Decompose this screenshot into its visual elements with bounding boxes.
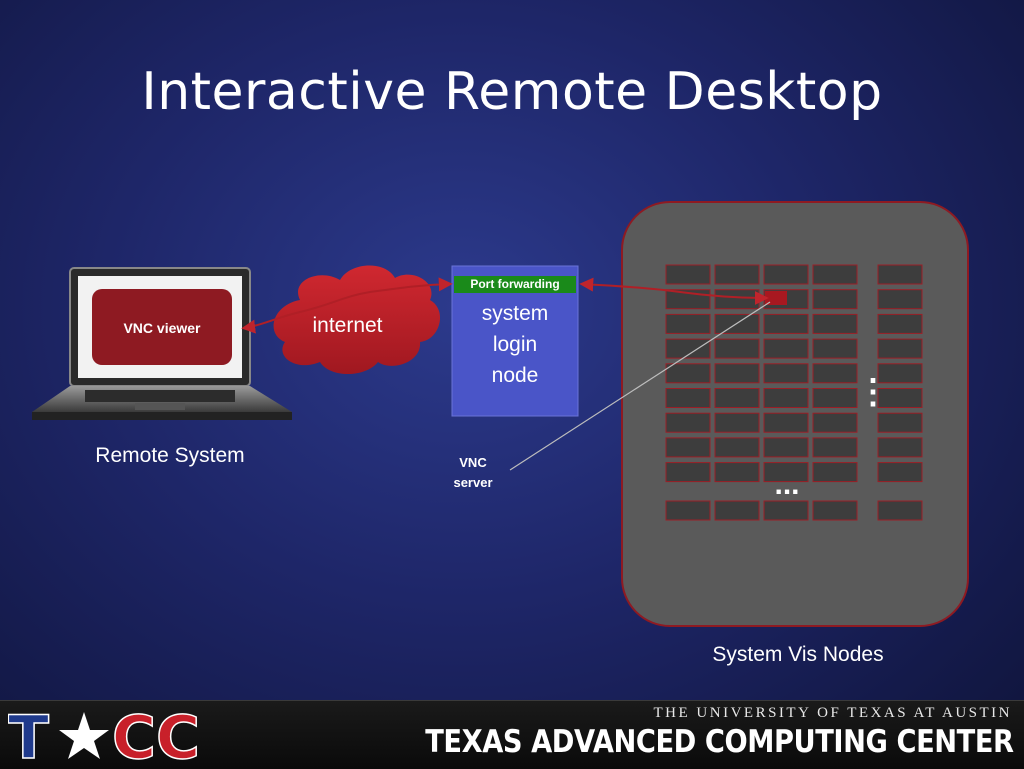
vis-node [812, 264, 858, 285]
vnc-server-pointer [509, 301, 771, 471]
vis-node [877, 462, 923, 483]
vis-node [763, 437, 809, 458]
tacc-logo: T CC [8, 706, 201, 762]
laptop-trackpad [135, 403, 185, 410]
vis-node [665, 313, 711, 334]
vis-node [714, 500, 760, 521]
login-to-node-arrow [579, 277, 769, 305]
vis-node [714, 289, 760, 310]
vis-node [665, 500, 711, 521]
login-node-line3: node [491, 364, 539, 387]
vis-node [812, 500, 858, 521]
login-node-label: system login node [452, 298, 578, 391]
vis-node [763, 338, 809, 359]
vis-node [812, 388, 858, 408]
vis-node [665, 437, 711, 458]
vis-node [665, 264, 711, 285]
vis-node [763, 264, 809, 285]
vis-node [665, 338, 711, 359]
vnc-viewer-box [92, 289, 232, 365]
vis-node [877, 313, 923, 334]
vis-node [763, 412, 809, 433]
vis-node [714, 462, 760, 483]
vis-node [812, 289, 858, 310]
vis-node [714, 437, 760, 458]
vis-node [665, 388, 711, 408]
tacc-logo-t: T [8, 706, 49, 762]
vis-node [877, 264, 923, 285]
vis-node [665, 363, 711, 384]
laptop-edge [32, 412, 292, 420]
vis-node [812, 313, 858, 334]
tacc-logo-cc: CC [112, 706, 200, 762]
login-node-line2: login [492, 333, 538, 356]
row-ellipsis: ... [774, 468, 800, 501]
vis-node [763, 462, 809, 483]
internet-label: internet [312, 314, 383, 337]
viewer-to-login-arrow [241, 277, 453, 334]
vis-node [763, 313, 809, 334]
vnc-server-label: VNC server [440, 453, 506, 493]
remote-system-caption: Remote System [95, 444, 245, 467]
vnc-server-line1: VNC [459, 455, 487, 470]
vis-node [812, 462, 858, 483]
vis-node [812, 338, 858, 359]
vis-node [877, 437, 923, 458]
tacc-logo-star [59, 712, 109, 759]
slide-title: Interactive Remote Desktop [141, 62, 883, 122]
vis-node [714, 264, 760, 285]
vis-node [812, 437, 858, 458]
vis-node [665, 412, 711, 433]
vis-node [714, 388, 760, 408]
vis-node [812, 363, 858, 384]
vnc-server-line2: server [453, 475, 493, 490]
vis-node [714, 363, 760, 384]
vis-node [763, 363, 809, 384]
vis-nodes-caption: System Vis Nodes [712, 643, 884, 666]
vis-node [812, 412, 858, 433]
port-forwarding-bar [454, 276, 576, 293]
university-name: THE UNIVERSITY OF TEXAS AT AUSTIN [653, 705, 1012, 721]
login-node-line1: system [481, 302, 549, 325]
vis-node [877, 412, 923, 433]
column-ellipsis: ⋮ [856, 373, 890, 411]
vis-node [877, 338, 923, 359]
vis-node [714, 338, 760, 359]
vis-node [714, 412, 760, 433]
footer-bar [0, 700, 1024, 769]
vis-node [877, 500, 923, 521]
center-name: TEXAS ADVANCED COMPUTING CENTER [425, 724, 1015, 760]
active-vis-node [765, 291, 787, 305]
vnc-viewer-label: VNC viewer [123, 320, 201, 336]
port-forwarding-label: Port forwarding [470, 277, 560, 291]
laptop-keyboard [85, 390, 235, 402]
vis-node [877, 289, 923, 310]
vis-node [877, 388, 923, 408]
vis-node [763, 500, 809, 521]
vis-node [763, 388, 809, 408]
vis-node [665, 462, 711, 483]
vis-node [877, 363, 923, 384]
